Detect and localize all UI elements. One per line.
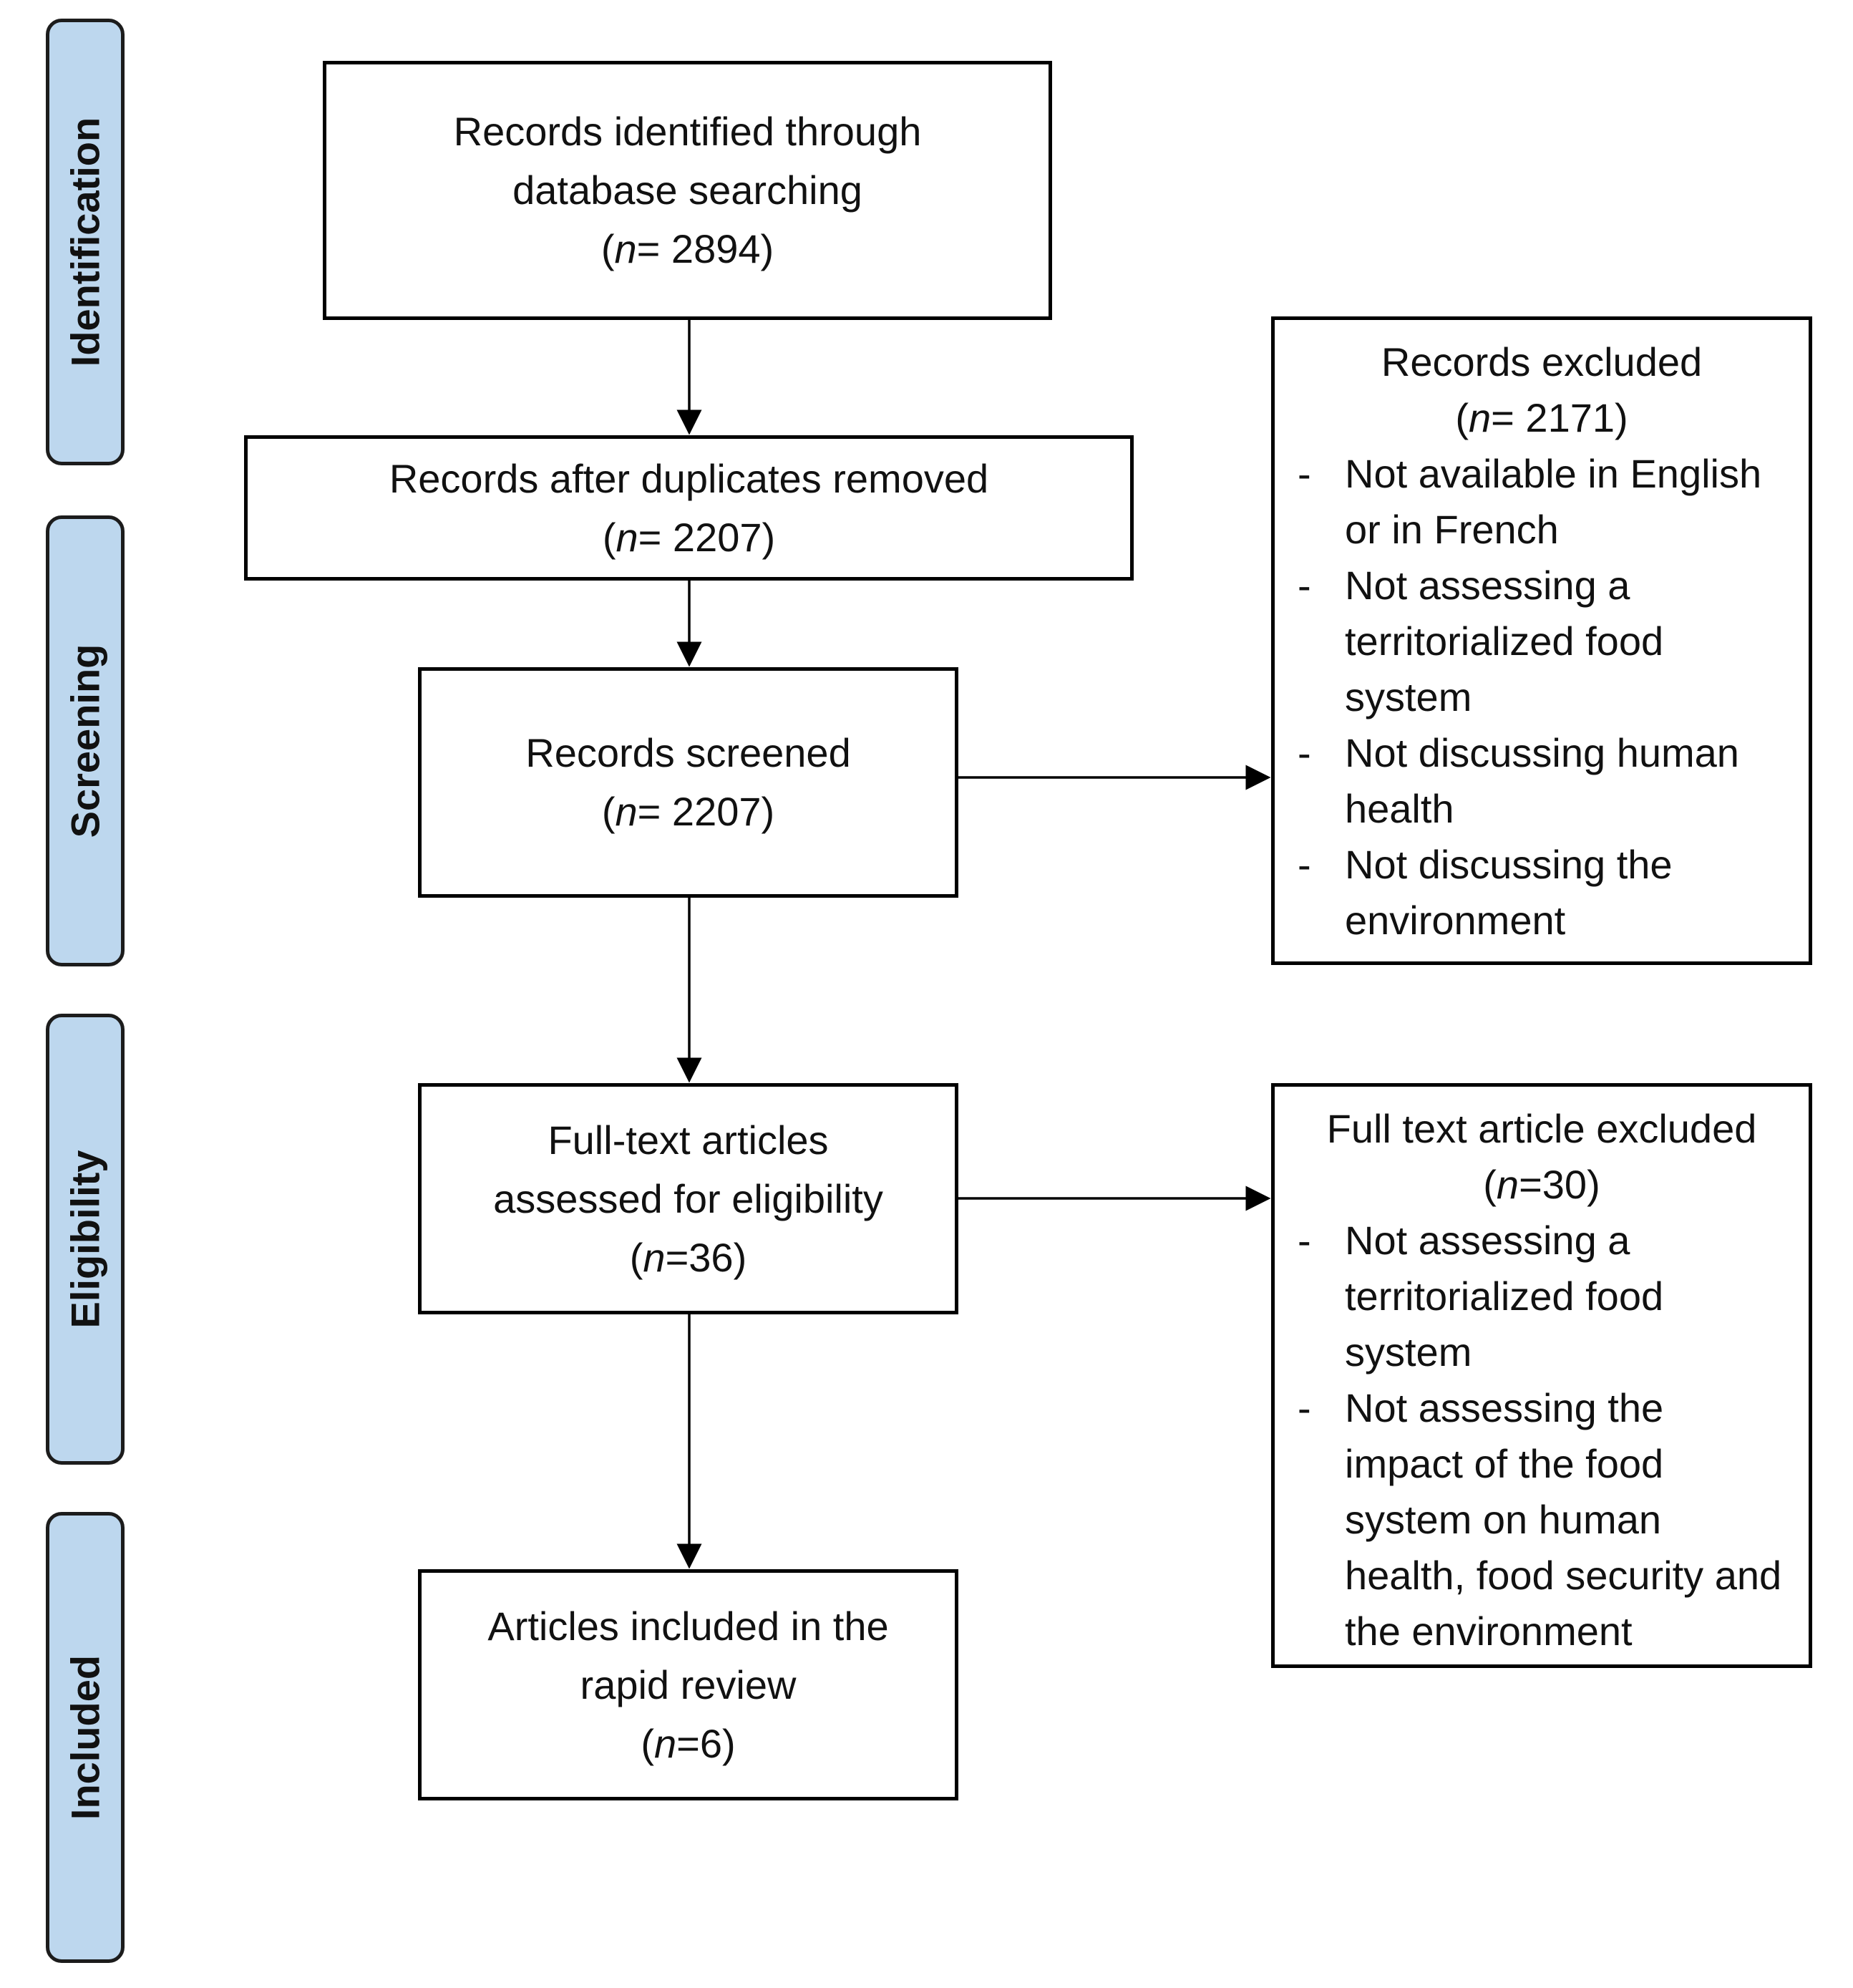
box-text-line: Full-text articles: [548, 1117, 829, 1163]
box-text-line: database searching: [512, 168, 862, 213]
count-label: (n= 2894): [600, 226, 774, 271]
stage-identification: Identification: [46, 19, 125, 465]
count-value: =6: [676, 1720, 722, 1766]
exclusion-reason: Not available in English or in French: [1292, 446, 1791, 558]
exclusion-reasons: Not assessing a territorialized food sys…: [1292, 1213, 1791, 1659]
n-symbol: n: [643, 1234, 666, 1280]
box-records-identified: Records identified through database sear…: [323, 61, 1052, 320]
count-label: (n= 2207): [602, 514, 776, 560]
n-symbol: n: [614, 226, 637, 271]
excluded-title: Records excluded: [1381, 339, 1703, 384]
box-text-line: Records after duplicates removed: [389, 455, 989, 501]
exclusion-reason: Not discussing human health: [1292, 725, 1791, 837]
count-value: = 2894: [636, 226, 761, 271]
count-label: (n= 2207): [601, 789, 775, 834]
box-records-excluded: Records excluded (n= 2171) Not available…: [1271, 316, 1812, 965]
box-text-line: Records screened: [525, 730, 851, 775]
count-label: (n=30): [1483, 1162, 1600, 1207]
box-text-line: Records identified through: [453, 109, 922, 154]
box-text-line: rapid review: [580, 1662, 797, 1707]
count-value: = 2171: [1491, 395, 1615, 440]
exclusion-reason: Not assessing a territorialized food sys…: [1292, 558, 1791, 725]
n-symbol: n: [615, 789, 638, 834]
box-articles-included: Articles included in the rapid review (n…: [418, 1569, 958, 1800]
stage-included: Included: [46, 1512, 125, 1963]
stage-eligibility: Eligibility: [46, 1014, 125, 1465]
excluded-title: Full text article excluded: [1326, 1106, 1757, 1151]
box-text-line: Articles included in the: [487, 1603, 889, 1649]
n-symbol: n: [653, 1720, 677, 1766]
box-text-line: assessed for eligibility: [493, 1175, 883, 1221]
count-value: = 2207: [637, 789, 762, 834]
n-symbol: n: [1469, 395, 1492, 440]
stage-screening: Screening: [46, 515, 125, 966]
count-label: (n= 2171): [1455, 395, 1628, 440]
n-symbol: n: [1496, 1162, 1519, 1207]
box-records-screened: Records screened (n= 2207): [418, 667, 958, 898]
exclusion-reason: Not assessing the impact of the food sys…: [1292, 1380, 1791, 1659]
count-value: =30: [1519, 1162, 1587, 1207]
count-value: = 2207: [638, 514, 762, 560]
n-symbol: n: [616, 514, 638, 560]
box-records-after-duplicates: Records after duplicates removed (n= 220…: [244, 435, 1134, 581]
exclusion-reason: Not assessing a territorialized food sys…: [1292, 1213, 1791, 1380]
exclusion-reasons: Not available in English or in French No…: [1292, 446, 1791, 949]
box-full-text-excluded: Full text article excluded (n=30) Not as…: [1271, 1083, 1812, 1668]
count-value: =36: [665, 1234, 734, 1280]
exclusion-reason: Not discussing the environment: [1292, 837, 1791, 949]
count-label: (n=6): [641, 1720, 736, 1766]
count-label: (n=36): [629, 1234, 747, 1280]
box-full-text-assessed: Full-text articles assessed for eligibil…: [418, 1083, 958, 1314]
